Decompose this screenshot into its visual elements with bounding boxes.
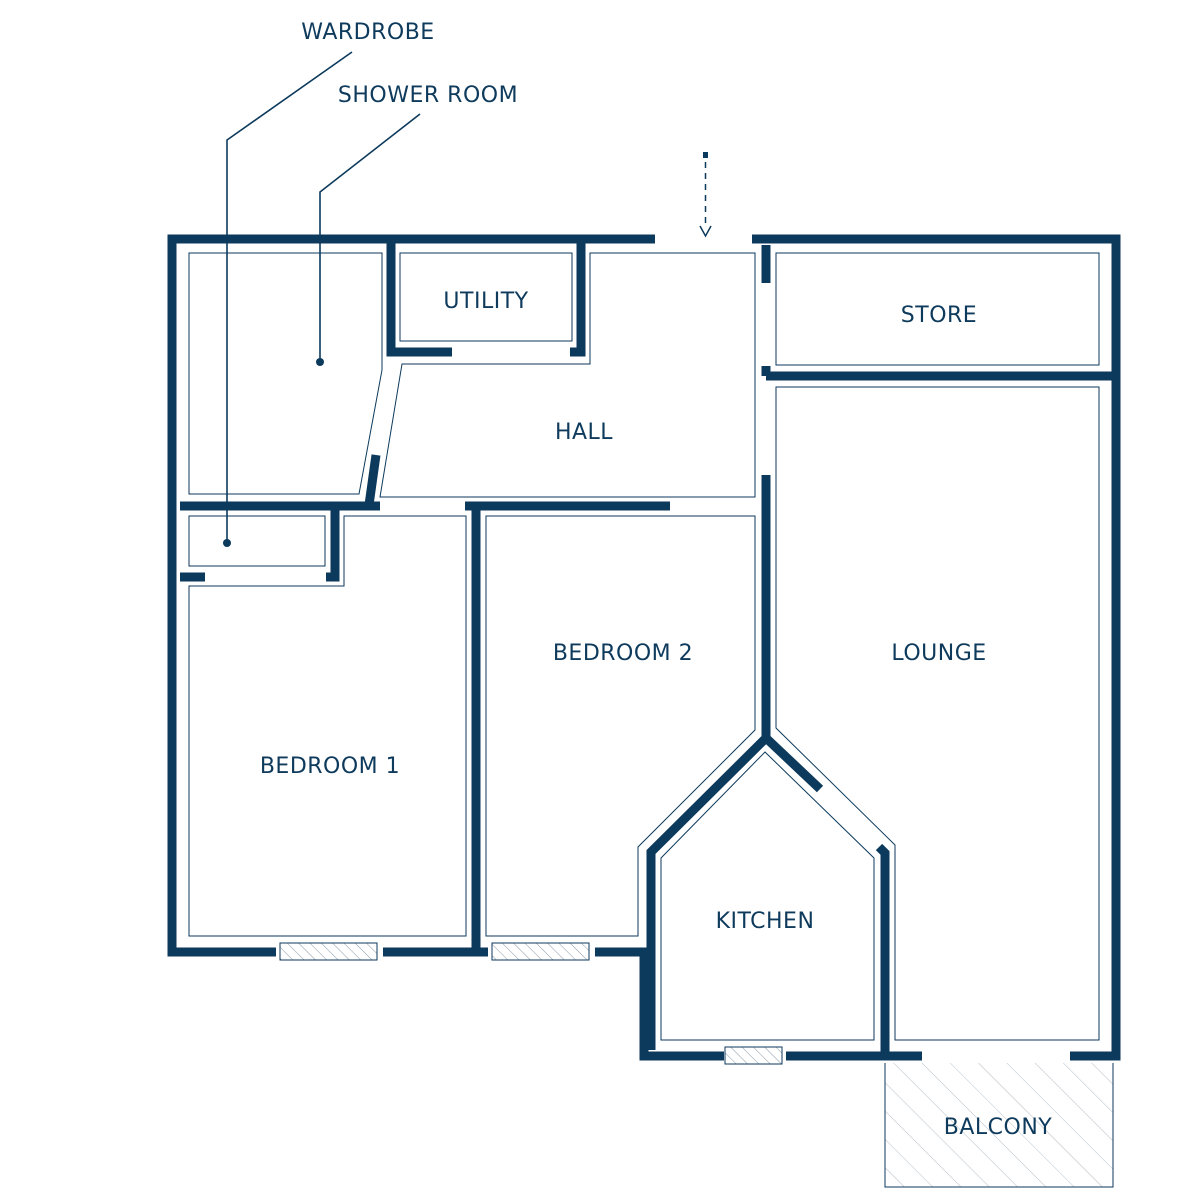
room-label-hall: HALL — [555, 420, 613, 445]
balcony — [884, 1063, 1114, 1188]
room-label-balcony: BALCONY — [944, 1115, 1053, 1140]
room-label-kitchen: KITCHEN — [716, 909, 815, 934]
windows — [279, 942, 783, 1065]
room-label-utility: UTILITY — [443, 289, 528, 314]
callout-leader-wardrobe — [223, 51, 353, 547]
callout-wardrobe: WARDROBE — [301, 20, 434, 45]
entrance-arrow-icon — [699, 152, 712, 238]
room-label-bedroom2: BEDROOM 2 — [553, 641, 693, 666]
window-kitchen — [724, 1046, 783, 1065]
callout-shower-room: SHOWER ROOM — [338, 83, 518, 108]
room-label-lounge: LOUNGE — [891, 641, 986, 666]
window-bedroom1 — [279, 942, 378, 961]
room-label-bedroom1: BEDROOM 1 — [260, 754, 400, 779]
inner-outlines — [188, 252, 1100, 1041]
window-bedroom2 — [491, 942, 590, 961]
callout-leader-shower-room — [316, 113, 421, 366]
walls — [167, 234, 1121, 1061]
room-label-store: STORE — [901, 303, 977, 328]
